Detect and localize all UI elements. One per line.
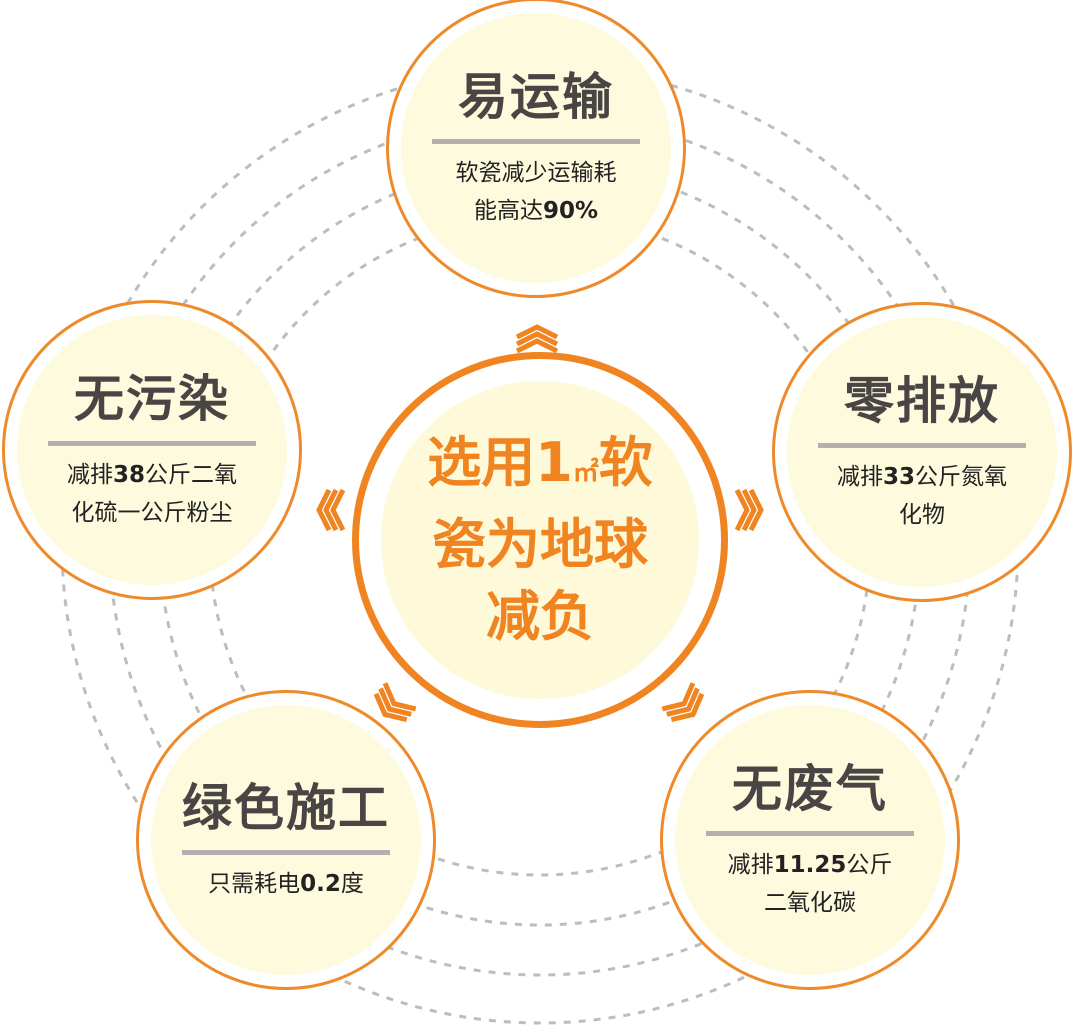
chevron-arrow-icon [734, 488, 764, 532]
desc-text: 公斤 [846, 851, 893, 878]
item-description: 减排38公斤二氧 化硫一公斤粉尘 [67, 456, 237, 532]
desc-text: 只需耗电 [208, 870, 301, 897]
square-meter-unit: ㎡ [572, 458, 599, 488]
desc-number: 33 [882, 463, 915, 490]
desc-text: 度 [340, 870, 364, 897]
desc-text: 减排 [836, 463, 883, 490]
desc-number: 0.2 [300, 870, 341, 897]
desc-line: 减排38公斤二氧 [67, 456, 237, 494]
item-description: 软瓷减少运输耗 能高达90% [456, 154, 617, 230]
chevron-stroke [515, 324, 559, 340]
item-green-construction: 绿色施工 只需耗电0.2度 [136, 690, 436, 990]
divider [182, 849, 390, 855]
desc-line: 化物 [898, 501, 945, 528]
desc-text: 减排 [66, 461, 113, 488]
chevron-stroke [316, 488, 332, 532]
divider [706, 830, 914, 836]
chevron-stroke [734, 488, 750, 532]
desc-line: 减排11.25公斤 [728, 846, 893, 884]
desc-number: 11.25 [773, 851, 847, 878]
center-text: 软 [598, 431, 653, 494]
desc-line: 二氧化碳 [763, 889, 856, 916]
desc-line: 能高达90% [456, 192, 617, 230]
desc-text: 减排 [727, 851, 774, 878]
divider [48, 440, 256, 446]
item-easy-transport: 易运输 软瓷减少运输耗 能高达90% [386, 0, 686, 298]
item-description: 只需耗电0.2度 [208, 865, 364, 903]
desc-line: 减排33公斤氮氧 [837, 458, 1007, 496]
item-description: 减排33公斤氮氧 化物 [837, 458, 1007, 534]
chevron-stroke [661, 682, 696, 712]
chevron-stroke [330, 488, 346, 532]
chevron-stroke [515, 338, 559, 354]
item-zero-emission: 零排放 减排33公斤氮氧 化物 [772, 302, 1072, 602]
center-line-2: 瓷为地球 [432, 513, 648, 576]
item-no-exhaust: 无废气 减排11.25公斤 二氧化碳 [660, 690, 960, 990]
item-title: 无废气 [732, 759, 888, 818]
chevron-stroke [378, 687, 412, 717]
item-title: 无污染 [74, 369, 230, 428]
chevron-arrow-icon [316, 488, 346, 532]
item-title: 零排放 [844, 371, 1000, 430]
chevron-stroke [382, 682, 417, 712]
chevron-stroke [666, 687, 700, 717]
item-title: 易运输 [458, 67, 614, 126]
desc-number: 90% [542, 197, 599, 224]
desc-line: 只需耗电0.2度 [208, 865, 364, 903]
desc-text: 公斤氮氧 [915, 463, 1007, 490]
chevron-arrow-icon [373, 682, 417, 723]
chevron-stroke [515, 331, 559, 347]
chevron-stroke [323, 488, 339, 532]
chevron-stroke [373, 692, 408, 723]
item-description: 减排11.25公斤 二氧化碳 [728, 846, 893, 922]
desc-text: 能高达 [473, 197, 543, 224]
chevron-stroke [748, 488, 764, 532]
center-line-3: 减负 [486, 585, 594, 648]
chevron-stroke [670, 692, 705, 723]
chevron-stroke [741, 488, 757, 532]
desc-text: 公斤二氧 [145, 461, 237, 488]
desc-line: 化硫一公斤粉尘 [71, 499, 233, 526]
item-title: 绿色施工 [182, 778, 390, 837]
center-text: 选用1 [427, 431, 573, 494]
chevron-arrow-icon [661, 682, 705, 723]
divider [432, 138, 640, 144]
center-line-1: 选用1㎡软 [427, 427, 653, 509]
desc-line: 软瓷减少运输耗 [455, 159, 617, 186]
item-no-pollution: 无污染 减排38公斤二氧 化硫一公斤粉尘 [2, 300, 302, 600]
desc-number: 38 [112, 461, 145, 488]
chevron-arrow-icon [515, 324, 559, 354]
center-circle: 选用1㎡软 瓷为地球 减负 [352, 352, 728, 728]
divider [818, 442, 1026, 448]
